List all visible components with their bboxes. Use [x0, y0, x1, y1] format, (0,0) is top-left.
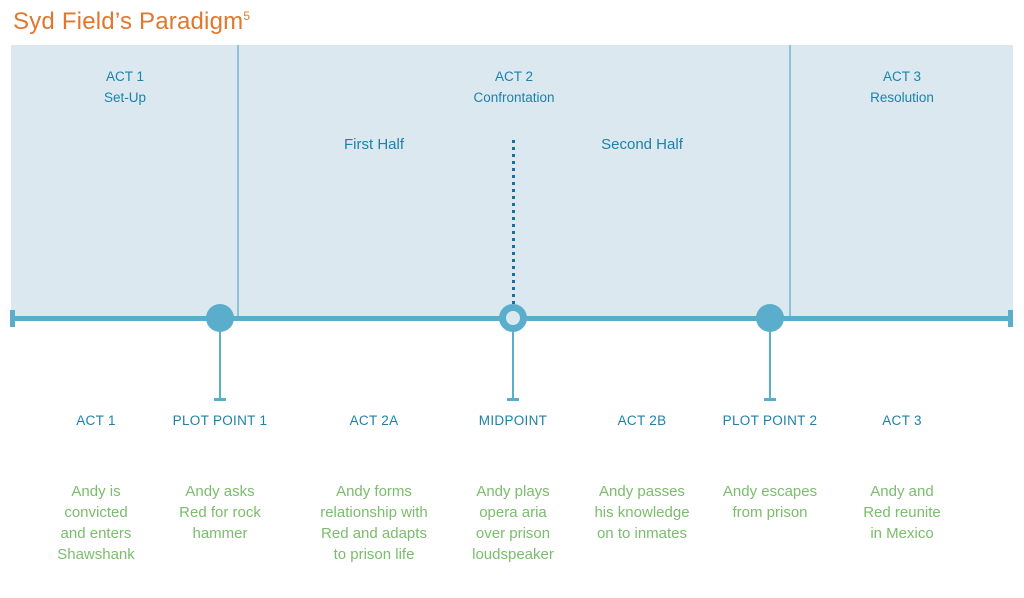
- label-act3: ACT 3: [882, 413, 922, 428]
- timeline-left-endcap: [10, 310, 15, 327]
- act2-header: ACT 2 Confrontation: [473, 69, 555, 105]
- description-plot-point-2: Andy escapes from prison: [722, 483, 818, 521]
- plot-point-2-leader: [769, 331, 771, 398]
- page-title-text: Syd Field’s Paradigm: [13, 8, 244, 35]
- description-act2a: Andy forms relationship with Red and ada…: [320, 483, 428, 563]
- second-half-label: Second Half: [601, 136, 683, 153]
- first-half-label: First Half: [344, 136, 404, 153]
- description-act1: Andy is convicted and enters Shawshank: [57, 483, 135, 563]
- midpoint-leader: [512, 331, 514, 398]
- description-act2b: Andy passes his knowledge on to inmates: [594, 483, 690, 542]
- midpoint-leader-cap: [507, 398, 519, 401]
- label-act1: ACT 1: [76, 413, 116, 428]
- act-divider-1: [237, 45, 239, 316]
- midpoint-dotted-line: [512, 140, 515, 304]
- page-title: Syd Field’s Paradigm5: [13, 8, 250, 36]
- footnote-reference: 5: [243, 9, 251, 23]
- plot-point-2-marker: [756, 304, 784, 332]
- act3-header: ACT 3 Resolution: [870, 69, 934, 105]
- plot-point-1-leader-cap: [214, 398, 226, 401]
- plot-point-1-leader: [219, 331, 221, 398]
- description-plot-point-1: Andy asks Red for rock hammer: [179, 483, 261, 542]
- label-midpoint: MIDPOINT: [478, 413, 548, 428]
- label-plot-point-1: PLOT POINT 1: [172, 413, 268, 428]
- plot-point-2-leader-cap: [764, 398, 776, 401]
- act1-header: ACT 1 Set-Up: [103, 69, 147, 105]
- label-act2a: ACT 2A: [349, 413, 399, 428]
- midpoint-marker: [499, 304, 527, 332]
- description-midpoint: Andy plays opera aria over prison loudsp…: [472, 483, 554, 563]
- act-divider-2: [789, 45, 791, 316]
- description-act3: Andy and Red reunite in Mexico: [863, 483, 941, 542]
- timeline-right-endcap: [1008, 310, 1013, 327]
- label-act2b: ACT 2B: [617, 413, 667, 428]
- plot-point-1-marker: [206, 304, 234, 332]
- label-plot-point-2: PLOT POINT 2: [722, 413, 818, 428]
